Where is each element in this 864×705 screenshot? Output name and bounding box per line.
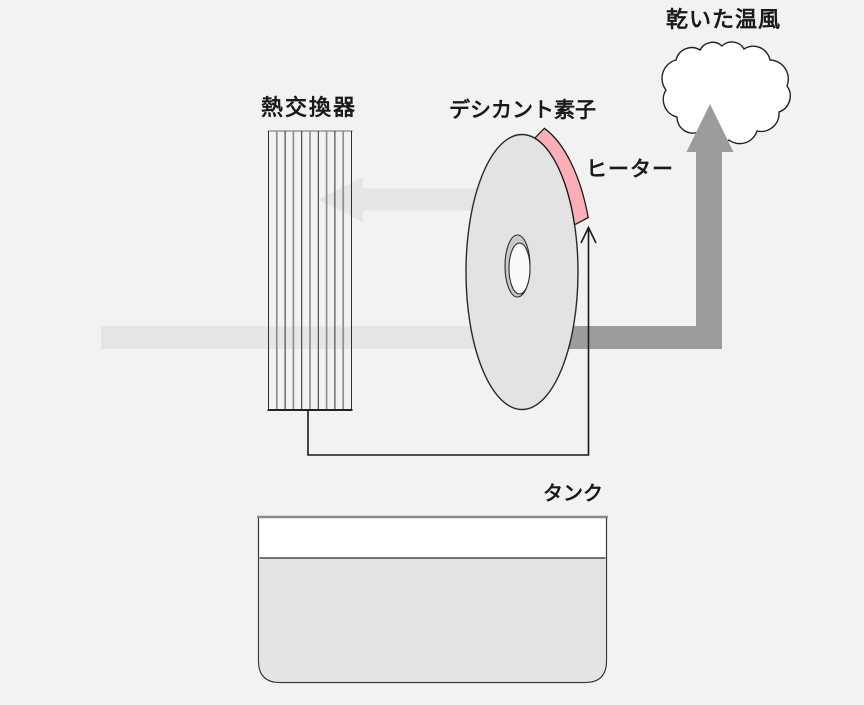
desiccant-element-label: デシカント素子	[449, 99, 596, 122]
desiccant-wheel	[465, 133, 579, 411]
tank-water	[259, 558, 606, 682]
intake-air-band	[101, 326, 530, 349]
heater-segment	[533, 127, 589, 226]
tank-label: タンク	[543, 483, 603, 505]
heat-exchanger-label: 熱交換器	[261, 95, 358, 120]
wheel-hub-hole	[508, 242, 531, 295]
tank-graphic	[257, 515, 608, 684]
heat-exchanger-graphic	[267, 130, 353, 411]
dry-air-arrow	[318, 177, 530, 222]
dry-warm-air-label: 乾いた温風	[666, 7, 782, 32]
line-arrowhead	[580, 225, 597, 244]
cloud-icon	[661, 41, 791, 146]
regeneration-air-line	[307, 225, 597, 456]
heater-label: ヒーター	[586, 158, 674, 181]
warm-air-exhaust-arrow	[545, 104, 734, 349]
